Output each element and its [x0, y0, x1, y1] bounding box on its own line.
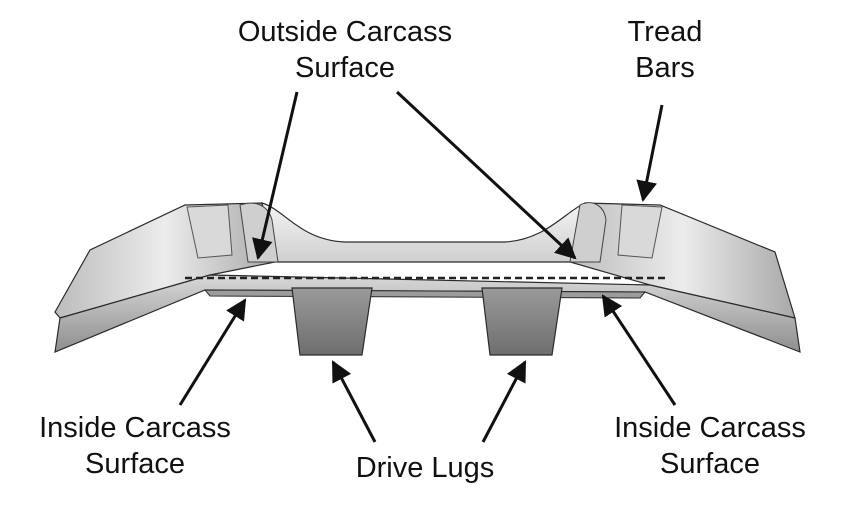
- label-line: Surface: [85, 448, 185, 480]
- arrow-outside-carcass-right: [395, 90, 577, 260]
- arrow-inside-carcass-left: [178, 298, 247, 406]
- drive-lugs: [291, 287, 563, 356]
- label-line: Inside Carcass: [39, 412, 231, 444]
- track-carcass: [54, 201, 801, 353]
- drive-lug-right: [481, 287, 563, 356]
- inside-carcass-bottom: [203, 289, 647, 299]
- label-line: Surface: [660, 448, 760, 480]
- center-channel: [261, 201, 586, 263]
- label-line: Inside Carcass: [614, 412, 806, 444]
- drive-lug-left: [291, 287, 373, 356]
- arrow-inside-carcass-right: [601, 294, 677, 406]
- label-line: Bars: [635, 52, 695, 84]
- arrow-drive-lug-right: [481, 360, 527, 443]
- tread-bar-right: [617, 204, 663, 259]
- right-ridge: [569, 202, 607, 263]
- arrow-drive-lug-left: [331, 360, 377, 443]
- label-line: Drive Lugs: [355, 452, 495, 484]
- label-outside-carcass-surface: Outside Carcass Surface: [200, 14, 490, 86]
- label-line: Tread: [627, 16, 703, 48]
- label-inside-carcass-surface-right: Inside Carcass Surface: [585, 410, 835, 482]
- arrow-tread-bars: [636, 104, 664, 203]
- label-drive-lugs: Drive Lugs: [320, 450, 530, 486]
- tread-bar-left: [186, 204, 233, 259]
- arrow-outside-carcass-left: [252, 91, 299, 261]
- leader-arrows: [178, 90, 677, 443]
- label-tread-bars: Tread Bars: [600, 14, 730, 86]
- label-inside-carcass-surface-left: Inside Carcass Surface: [10, 410, 260, 482]
- label-line: Outside Carcass: [237, 16, 453, 48]
- label-line: Surface: [295, 52, 395, 84]
